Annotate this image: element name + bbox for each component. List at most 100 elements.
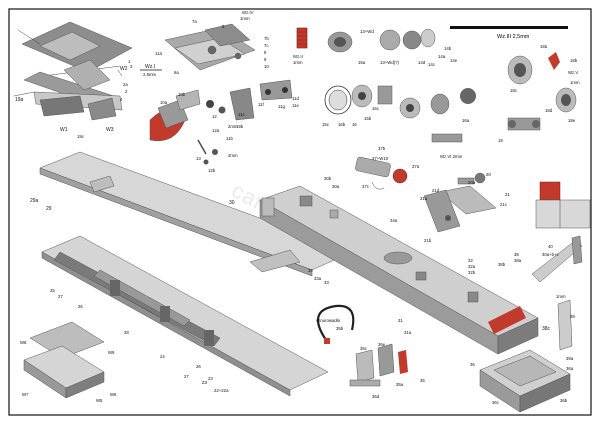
label-19b: 19b <box>236 124 244 129</box>
label-36b: 36b <box>560 398 568 403</box>
label-13wd: 13+Wd <box>360 29 374 34</box>
label-14d: 14d <box>418 60 426 65</box>
cable <box>316 304 355 344</box>
label-34: 34 <box>308 268 313 273</box>
label-21d: 21d <box>432 188 440 193</box>
label-19a: 19a <box>15 97 24 103</box>
top-frame-assembly <box>13 21 133 121</box>
label-10b: 10b <box>178 92 186 97</box>
wheel-group <box>324 28 476 143</box>
label-36a: 36a <box>566 366 574 371</box>
label-30b: 30b <box>324 176 332 181</box>
spring-wz2 <box>296 27 308 49</box>
label-38c: 38c <box>542 326 551 332</box>
label-18b: 18b <box>570 58 578 63</box>
label-37w10: 37+W10 <box>372 156 389 161</box>
label-18a: 18a <box>540 44 548 49</box>
label-39: 39 <box>570 314 575 319</box>
label-14c: 14c <box>428 62 436 67</box>
label-1: 1 <box>128 59 131 64</box>
label-8: 8 <box>264 50 267 55</box>
label-30a: 30a <box>332 184 340 189</box>
label-9: 9 <box>264 57 267 62</box>
box-36 <box>479 349 571 413</box>
label-12b: 12b <box>208 168 216 173</box>
label-27b: 27 <box>184 374 189 379</box>
label-11e: 11e <box>292 103 299 108</box>
label-37c: 37c <box>362 184 370 189</box>
chassis-30 <box>259 185 539 355</box>
note-wz2-size: 1mm <box>293 60 303 65</box>
label-21a: 21a <box>420 196 428 201</box>
label-26: 26 <box>78 304 83 309</box>
label-11b: 11b <box>226 136 233 141</box>
label-18e: 18e <box>568 118 576 123</box>
step-40 <box>531 235 583 283</box>
label-30: 30 <box>229 200 235 206</box>
label-26b: 26 <box>196 364 201 369</box>
label-34a: 34a <box>390 218 398 223</box>
label-36c: 36c <box>492 400 500 405</box>
label-11a: 11a <box>155 51 162 56</box>
note-cable: sznurowadło <box>316 318 341 323</box>
box-w <box>23 321 105 399</box>
label-14b: 14b <box>444 46 452 51</box>
label-36: 36 <box>470 362 475 367</box>
label-13: 13 <box>196 156 201 161</box>
label-16c: 16c <box>372 106 380 111</box>
label-31a: 31a <box>404 330 412 335</box>
label-28: 28 <box>124 330 129 335</box>
label-40: 40 <box>548 244 553 249</box>
label-10a: 10a <box>160 100 168 105</box>
label-12: 12 <box>212 114 217 119</box>
note-wz4: Wz.IV <box>242 10 254 15</box>
label-39a: 39a <box>566 356 574 361</box>
label-15d: 15c <box>322 122 330 127</box>
label-15a-top: 15a <box>358 60 366 65</box>
label-10: 10 <box>264 64 269 69</box>
label-32: 32 <box>468 258 473 263</box>
label-5: 5 <box>222 24 225 29</box>
label-w2: W2 <box>120 66 128 72</box>
label-21c: 21c <box>500 202 508 207</box>
label-29a: 29a <box>30 198 39 204</box>
label-32a: 32a <box>468 264 476 269</box>
label-16b: 16b <box>338 122 346 127</box>
label-21: 21 <box>505 192 510 197</box>
label-32b: 32b <box>468 270 476 275</box>
label-20: 20 <box>486 172 491 177</box>
label-35a: 35a <box>396 382 404 387</box>
buffer-block <box>535 181 591 229</box>
label-11f: 11f <box>258 102 264 107</box>
scale-header: Wz.III 2,5mm <box>497 34 530 40</box>
label-11c: 11c <box>238 112 245 117</box>
label-3: 3 <box>130 64 133 69</box>
right-bogie <box>507 52 577 131</box>
scale-bar <box>450 26 568 29</box>
label-2a: 2a <box>123 82 128 87</box>
label-35: 35 <box>420 378 425 383</box>
label-7b: 7b <box>264 36 269 41</box>
floor-panel-29 <box>39 151 353 277</box>
label-2: 2 <box>125 89 128 94</box>
label-23: 23 <box>208 376 213 381</box>
label-29: 29 <box>46 206 52 212</box>
label-16a: 16a <box>462 118 470 123</box>
label-6a: 6a <box>174 70 179 75</box>
label-14e: 14e <box>450 58 458 63</box>
label-7a: 7a <box>192 19 197 24</box>
note-2mm-a: 2mm <box>228 124 238 129</box>
label-35b: 35b <box>336 326 344 331</box>
label-27: 27 <box>58 294 63 299</box>
label-4: 4 <box>120 97 123 102</box>
parts-35 <box>349 343 408 387</box>
label-18c: 18c <box>510 88 518 93</box>
label-37b: 37b <box>378 146 386 151</box>
label-14a: 14a <box>438 54 446 59</box>
part-39 <box>557 299 573 351</box>
label-11d: 11d <box>292 96 299 101</box>
label-12a: 12a <box>212 128 220 133</box>
motor-37 <box>355 156 408 190</box>
label-16: 16 <box>352 122 357 127</box>
